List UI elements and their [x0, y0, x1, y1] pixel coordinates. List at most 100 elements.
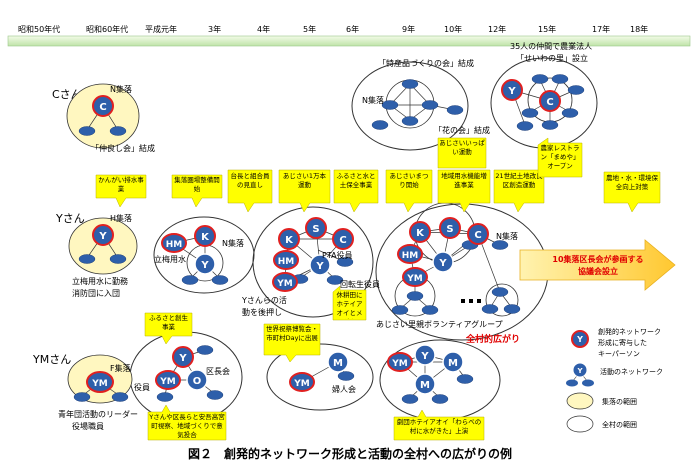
callout: 地域用水機能増進事業	[437, 169, 491, 213]
svg-text:形成に寄与した: 形成に寄与した	[598, 338, 647, 347]
timeline-label: 4年	[257, 24, 270, 34]
small-node	[78, 254, 96, 264]
small-node	[516, 121, 534, 131]
label: 立梅用水	[154, 254, 186, 264]
activity-node: M	[414, 373, 436, 395]
small-node	[109, 126, 127, 136]
key-nodes: C Y YM C Y HM K K S C HM YM K S C HM YM …	[86, 79, 561, 393]
label: 立梅用水に勤務	[72, 276, 128, 286]
key-node: YM	[402, 267, 428, 287]
small-node	[561, 108, 579, 118]
label: 35人の仲間で農業法人	[510, 41, 592, 51]
timeline-label: 12年	[488, 24, 506, 34]
small-node	[73, 392, 91, 402]
activity-node: O	[186, 369, 208, 391]
key-node: K	[409, 221, 431, 243]
key-node: YM	[272, 272, 298, 292]
svg-text:C: C	[339, 235, 346, 246]
svg-text:YM: YM	[406, 274, 423, 284]
ellipsis-dots	[461, 299, 481, 303]
svg-text:O: O	[193, 376, 202, 387]
key-node: HM	[397, 244, 423, 264]
label: 区長会	[206, 366, 230, 376]
svg-text:Y: Y	[420, 351, 429, 362]
timeline-label: 17年	[592, 24, 610, 34]
spread-label: 全村的広がり	[465, 333, 520, 345]
svg-text:S: S	[312, 224, 319, 235]
dot	[461, 299, 465, 303]
small-node	[206, 390, 224, 400]
person-label-y: Yさん	[55, 212, 85, 225]
small-node	[503, 304, 521, 314]
callout: あじさいいっぱい運動	[437, 137, 487, 169]
label: 「特産品づくりの会」結成	[378, 58, 474, 68]
timeline-label: 6年	[346, 24, 359, 34]
label: PTA役員	[322, 250, 353, 260]
inner-circle	[485, 283, 519, 317]
svg-text:Y: Y	[200, 260, 209, 271]
label: N集落	[496, 231, 518, 241]
timeline-label: 昭和60年代	[86, 24, 128, 34]
small-node	[196, 345, 214, 355]
label: Yさんらの活	[241, 295, 287, 305]
legend: Y 創発的ネットワーク 形成に寄与した キーパーソン Y 活動のネットワーク 集…	[566, 327, 663, 433]
timeline-labels: 昭和50年代 昭和60年代 平成元年 3年 4年 5年 6年 9年 10年 12…	[18, 24, 648, 34]
timeline-label: 昭和50年代	[18, 24, 60, 34]
svg-text:YM: YM	[91, 379, 108, 389]
small-node	[521, 108, 539, 118]
key-node: YM	[86, 371, 114, 393]
label: 役員	[134, 382, 150, 392]
activity-node: Y	[432, 251, 454, 273]
key-node: K	[278, 228, 300, 250]
dot	[469, 299, 473, 303]
small-node	[337, 371, 355, 381]
whole-village-range	[153, 216, 255, 294]
callout: かんがい排水事業	[95, 174, 147, 208]
key-node: S	[305, 217, 327, 239]
svg-text:全村の範囲: 全村の範囲	[602, 420, 637, 429]
small-node	[336, 257, 354, 267]
svg-text:キーパーソン: キーパーソン	[598, 350, 640, 358]
small-node	[326, 275, 344, 285]
small-node	[541, 120, 559, 130]
label: N集落	[362, 95, 384, 105]
svg-text:YM: YM	[159, 377, 176, 387]
callout: 集落圏場整備開始	[171, 174, 223, 208]
small-node	[491, 240, 509, 250]
big-arrow: 10集落区長会が参画する 協議会設立	[519, 239, 676, 291]
callout: 21世紀土地改良区創造運動	[493, 169, 545, 213]
key-node: YM	[289, 372, 315, 392]
key-node: C	[92, 95, 114, 117]
label: 動を後押し	[242, 307, 282, 317]
callout: 休耕田にホテイアオイとメダカ	[332, 285, 367, 321]
svg-text:C: C	[99, 102, 106, 113]
whole-village-range	[129, 331, 243, 423]
svg-text:M: M	[448, 358, 458, 369]
svg-text:HM: HM	[278, 257, 295, 267]
small-node	[401, 79, 419, 89]
small-node	[111, 392, 129, 402]
callout: Yさんや区長らと安吾高宮町視察、地域づくりで意気投合	[147, 404, 227, 441]
callout: ふるさと創生事業	[144, 312, 193, 345]
timeline-label: 10年	[444, 24, 462, 34]
label: 役場職員	[72, 421, 104, 431]
svg-text:C: C	[546, 97, 553, 108]
timeline-label: 3年	[208, 24, 221, 34]
whole-village-range	[379, 339, 501, 421]
label: N集落	[222, 238, 244, 248]
svg-text:K: K	[285, 235, 294, 246]
svg-text:Y: Y	[576, 367, 583, 375]
callout: 農地・水・環境保全向上対策	[603, 171, 661, 213]
svg-text:HM: HM	[402, 251, 419, 261]
small-node	[567, 85, 585, 95]
activity-node: Y	[194, 253, 216, 275]
small-node	[78, 126, 96, 136]
callout: 劇団ホテイアオイ「わらべの村に水がきた」上演	[393, 409, 485, 441]
small-node	[181, 275, 199, 285]
timeline-bar	[7, 35, 691, 47]
label: N集落	[110, 84, 132, 94]
key-node: Y	[501, 79, 523, 101]
key-node: C	[332, 228, 354, 250]
timeline-label: 18年	[630, 24, 648, 34]
label: あじさい里親ボランティアグループ	[376, 319, 503, 329]
